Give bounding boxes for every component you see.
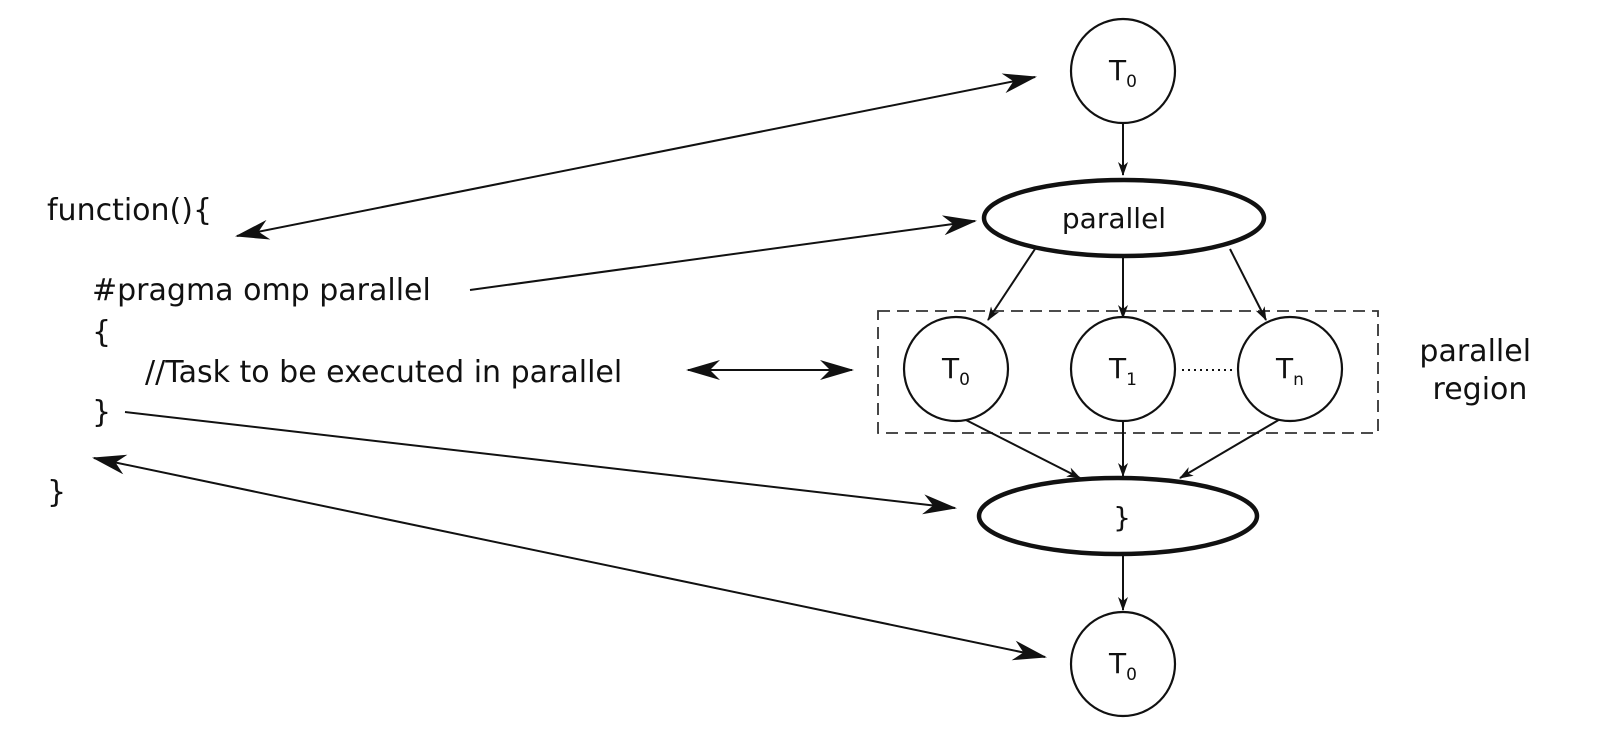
- node-thread-n-base: T: [1275, 352, 1294, 385]
- node-master-bottom-sub: 0: [1126, 665, 1137, 685]
- node-thread-1-base: T: [1108, 352, 1127, 385]
- node-parallel-fork: parallel: [981, 177, 1267, 259]
- parallel-region-label: parallel region: [1419, 334, 1540, 407]
- node-thread-n: Tn: [1236, 315, 1344, 423]
- parallel-region-box: [877, 310, 1379, 434]
- map-arrow-function-close: [92, 454, 1047, 661]
- svg-text:T0: T0: [1108, 54, 1137, 92]
- parallel-region-label-line1: parallel: [1419, 334, 1531, 369]
- node-master-bottom: T0: [1069, 610, 1177, 718]
- code-function-open: function(){: [47, 193, 212, 228]
- node-thread-n-sub: n: [1293, 370, 1304, 390]
- edge-fork-to-tn: [1229, 248, 1267, 321]
- map-arrow-function-open: [235, 73, 1037, 240]
- node-thread-1: T1: [1069, 315, 1177, 423]
- edge-tn-to-join: [1179, 417, 1283, 479]
- node-master-top: T0: [1069, 17, 1177, 125]
- node-thread-0-sub: 0: [959, 370, 970, 390]
- node-thread-0: T0: [902, 315, 1010, 423]
- node-join-label: }: [1113, 501, 1131, 534]
- node-master-bottom-base: T: [1108, 647, 1127, 680]
- node-join: }: [976, 475, 1260, 557]
- node-master-top-sub: 0: [1126, 72, 1137, 92]
- map-arrow-pragma: [469, 215, 977, 291]
- node-master-top-base: T: [1108, 54, 1127, 87]
- code-block-close: }: [92, 395, 111, 430]
- node-thread-0-base: T: [941, 352, 960, 385]
- code-pragma: #pragma omp parallel: [92, 273, 431, 308]
- code-function-close: }: [47, 475, 66, 510]
- parallel-region-label-line2: region: [1433, 372, 1528, 407]
- code-block-open: {: [92, 315, 111, 350]
- code-task-comment: //Task to be executed in parallel: [145, 355, 622, 390]
- edge-t0-to-join: [961, 417, 1081, 479]
- svg-text:T0: T0: [1108, 647, 1137, 685]
- svg-text:T1: T1: [1108, 352, 1137, 390]
- edge-fork-to-t0: [987, 248, 1036, 321]
- map-arrow-block-close: [124, 411, 957, 515]
- node-thread-1-sub: 1: [1126, 370, 1137, 390]
- svg-text:T0: T0: [941, 352, 970, 390]
- svg-text:Tn: Tn: [1275, 352, 1304, 390]
- node-parallel-fork-label: parallel: [1062, 202, 1166, 235]
